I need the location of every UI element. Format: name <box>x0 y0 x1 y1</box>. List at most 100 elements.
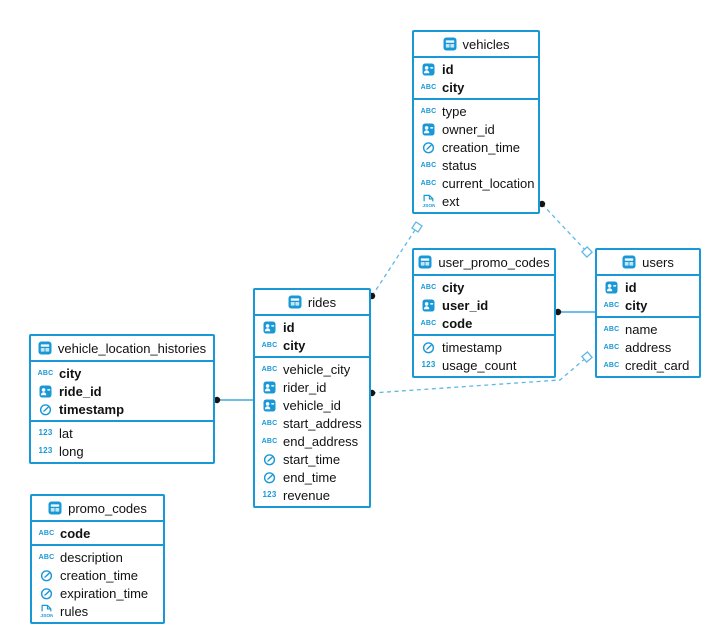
field-label: city <box>59 365 82 381</box>
table-node-vehicles[interactable]: vehicles id ABC city ABC type owner_id <box>412 30 540 214</box>
field-row-credit_card[interactable]: ABC credit_card <box>597 356 699 374</box>
relation-vehicle_location_histories-rides[interactable] <box>213 396 253 404</box>
field-label: code <box>442 315 473 331</box>
field-row-rules[interactable]: JSON rules <box>32 602 163 620</box>
uuid-type-icon <box>39 385 52 397</box>
field-row-expiration_time[interactable]: expiration_time <box>32 584 163 602</box>
text-type-icon: ABC <box>261 437 278 445</box>
field-row-vehicle_id[interactable]: vehicle_id <box>255 396 369 414</box>
field-label: long <box>59 443 84 459</box>
field-label: rider_id <box>283 379 327 395</box>
field-row-vehicle_city[interactable]: ABC vehicle_city <box>255 360 369 378</box>
timestamp-type-icon <box>422 341 435 353</box>
table-node-vehicle_location_histories[interactable]: vehicle_location_histories ABC city ride… <box>29 334 215 464</box>
field-row-start_time[interactable]: start_time <box>255 450 369 468</box>
number-type-icon: 123 <box>262 490 277 499</box>
table-header[interactable]: rides <box>255 290 369 316</box>
relation-line <box>541 203 588 253</box>
text-type-icon: ABC <box>37 369 54 377</box>
table-icon <box>622 255 636 269</box>
field-row-creation_time[interactable]: creation_time <box>414 138 538 156</box>
field-row-address[interactable]: ABC address <box>597 338 699 356</box>
text-type-icon: ABC <box>420 283 437 291</box>
fields-section: timestamp 123 usage_count <box>414 334 554 376</box>
table-icon <box>48 501 62 515</box>
field-row-current_location[interactable]: ABC current_location <box>414 174 538 192</box>
text-type-icon: ABC <box>261 365 278 373</box>
field-label: timestamp <box>59 401 125 417</box>
field-row-long[interactable]: 123 long <box>31 442 213 460</box>
field-row-creation_time[interactable]: creation_time <box>32 566 163 584</box>
many-end-diamond <box>580 245 594 259</box>
field-row-timestamp[interactable]: timestamp <box>414 338 554 356</box>
text-type-icon: ABC <box>603 325 620 333</box>
field-row-city[interactable]: ABC city <box>255 336 369 354</box>
field-label: timestamp <box>442 339 502 355</box>
timestamp-type-icon <box>40 587 53 599</box>
field-row-end_address[interactable]: ABC end_address <box>255 432 369 450</box>
field-row-city[interactable]: ABC city <box>597 296 699 314</box>
field-label: code <box>60 525 91 541</box>
uuid-type-icon <box>605 281 618 293</box>
table-header[interactable]: promo_codes <box>32 496 163 522</box>
field-row-status[interactable]: ABC status <box>414 156 538 174</box>
field-row-city[interactable]: ABC city <box>31 364 213 382</box>
field-row-start_address[interactable]: ABC start_address <box>255 414 369 432</box>
table-header[interactable]: vehicle_location_histories <box>31 336 213 362</box>
table-node-users[interactable]: users id ABC city ABC name ABC address A… <box>595 248 701 378</box>
number-type-icon: 123 <box>38 428 53 437</box>
field-label: revenue <box>283 487 330 503</box>
field-row-name[interactable]: ABC name <box>597 320 699 338</box>
key-fields-section: ABC city user_id ABC code <box>414 276 554 334</box>
field-label: end_time <box>283 469 337 485</box>
field-row-id[interactable]: id <box>597 278 699 296</box>
text-type-icon: ABC <box>420 83 437 91</box>
field-row-owner_id[interactable]: owner_id <box>414 120 538 138</box>
number-type-icon: 123 <box>38 446 53 455</box>
field-row-revenue[interactable]: 123 revenue <box>255 486 369 504</box>
timestamp-type-icon <box>40 569 53 581</box>
field-row-lat[interactable]: 123 lat <box>31 424 213 442</box>
field-label: vehicle_city <box>283 361 351 377</box>
field-label: id <box>442 61 454 77</box>
field-label: ride_id <box>59 383 102 399</box>
table-header[interactable]: vehicles <box>414 32 538 58</box>
table-node-promo_codes[interactable]: promo_codes ABC code ABC description cre… <box>30 494 165 624</box>
text-type-icon: ABC <box>420 319 437 327</box>
field-label: user_id <box>442 297 489 313</box>
field-row-timestamp[interactable]: timestamp <box>31 400 213 418</box>
field-row-city[interactable]: ABC city <box>414 278 554 296</box>
table-name: vehicle_location_histories <box>57 340 207 356</box>
table-icon <box>288 295 302 309</box>
fields-section: ABC type owner_id creation_time ABC stat… <box>414 98 538 212</box>
table-node-user_promo_codes[interactable]: user_promo_codes ABC city user_id ABC co… <box>412 248 556 378</box>
text-type-icon: ABC <box>420 161 437 169</box>
timestamp-type-icon <box>263 471 276 483</box>
svg-text:JSON: JSON <box>422 203 435 208</box>
field-row-rider_id[interactable]: rider_id <box>255 378 369 396</box>
field-row-code[interactable]: ABC code <box>414 314 554 332</box>
field-row-type[interactable]: ABC type <box>414 102 538 120</box>
table-header[interactable]: user_promo_codes <box>414 250 554 276</box>
many-end-diamond <box>581 351 593 363</box>
table-header[interactable]: users <box>597 250 699 276</box>
field-label: city <box>283 337 306 353</box>
text-type-icon: ABC <box>261 341 278 349</box>
field-row-id[interactable]: id <box>255 318 369 336</box>
field-row-id[interactable]: id <box>414 60 538 78</box>
field-row-city[interactable]: ABC city <box>414 78 538 96</box>
field-row-usage_count[interactable]: 123 usage_count <box>414 356 554 374</box>
field-row-ride_id[interactable]: ride_id <box>31 382 213 400</box>
table-node-rides[interactable]: rides id ABC city ABC vehicle_city rider… <box>253 288 371 508</box>
relation-user_promo_codes-users[interactable] <box>554 308 595 316</box>
field-row-ext[interactable]: JSON ext <box>414 192 538 210</box>
field-label: lat <box>59 425 73 441</box>
uuid-type-icon <box>263 399 276 411</box>
field-row-description[interactable]: ABC description <box>32 548 163 566</box>
key-fields-section: ABC code <box>32 522 163 544</box>
field-row-code[interactable]: ABC code <box>32 524 163 542</box>
field-row-user_id[interactable]: user_id <box>414 296 554 314</box>
relation-line <box>371 226 418 297</box>
field-row-end_time[interactable]: end_time <box>255 468 369 486</box>
